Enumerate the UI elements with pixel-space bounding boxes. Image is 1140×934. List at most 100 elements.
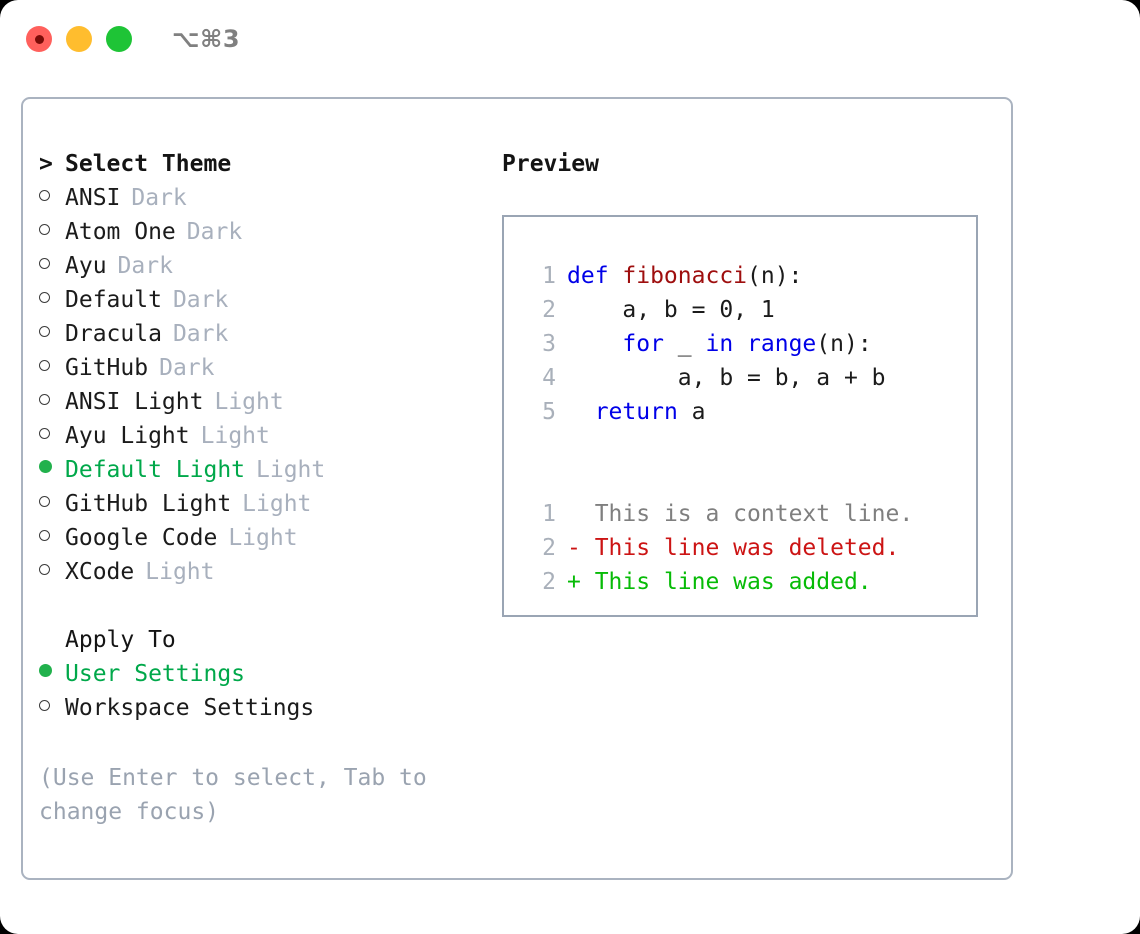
theme-list-item-label: Atom One: [65, 219, 176, 245]
radio-empty-icon[interactable]: [39, 496, 65, 511]
theme-list-item-tag: Light: [228, 525, 298, 551]
preview-title: Preview: [502, 151, 599, 177]
code-content: return a: [594, 399, 706, 425]
apply-to-option-label: User Settings: [65, 661, 246, 687]
theme-list-item[interactable]: Atom One Dark: [39, 215, 479, 249]
radio-empty-icon[interactable]: [39, 326, 65, 341]
apply-to-option-user-settings[interactable]: User Settings: [39, 657, 479, 691]
code-line: 5 return a: [522, 395, 976, 429]
diff-prefix: +: [567, 569, 595, 595]
keyboard-hint-text: (Use Enter to select, Tab to change focu…: [39, 765, 427, 825]
apply-to-heading-row: Apply To: [39, 623, 479, 657]
theme-list-item[interactable]: Ayu Dark: [39, 249, 479, 283]
caret-icon: >: [39, 151, 53, 177]
apply-to-option-workspace-settings[interactable]: Workspace Settings: [39, 691, 479, 725]
code-content: def fibonacci(n):: [567, 263, 803, 289]
theme-list-item[interactable]: ANSI Dark: [39, 181, 479, 215]
code-line: 4 a, b = b, a + b: [522, 361, 976, 395]
theme-list-item-label: GitHub Light: [65, 491, 232, 517]
line-number: 2: [542, 535, 556, 561]
theme-list-item-label: Google Code: [65, 525, 218, 551]
radio-empty-icon[interactable]: [39, 564, 65, 579]
radio-empty-icon[interactable]: [39, 224, 65, 239]
theme-list-item-label: Ayu: [65, 253, 107, 279]
theme-list-item-label: Ayu Light: [65, 423, 190, 449]
theme-list-item[interactable]: Dracula Dark: [39, 317, 479, 351]
line-number: 5: [542, 399, 556, 425]
theme-picker-heading-row: > Select Theme: [39, 147, 479, 181]
code-content: a, b = 0, 1: [567, 297, 775, 323]
diff-line-context: 1 This is a context line.: [522, 497, 976, 531]
theme-list-item-tag: Light: [256, 457, 326, 483]
line-number: 2: [542, 569, 556, 595]
main-panel: > Select Theme ANSI Dark Atom One Dark A…: [21, 97, 1013, 880]
radio-filled-icon[interactable]: [39, 460, 65, 477]
theme-list-item[interactable]: GitHub Light Light: [39, 487, 479, 521]
theme-list-item-tag: Dark: [186, 219, 243, 245]
diff-line-added: 2 + This line was added.: [522, 565, 976, 599]
theme-list-item-tag: Dark: [131, 185, 187, 211]
diff-content: This line was deleted.: [594, 535, 900, 561]
radio-empty-icon[interactable]: [39, 530, 65, 545]
diff-content: This is a context line.: [594, 501, 914, 527]
diff-line-deleted: 2 - This line was deleted.: [522, 531, 976, 565]
theme-list-item-tag: Dark: [172, 321, 229, 347]
keyboard-shortcut-label: ⌥⌘3: [172, 25, 241, 53]
radio-filled-icon[interactable]: [39, 664, 65, 681]
close-icon: [34, 34, 44, 44]
line-number: 4: [542, 365, 556, 391]
theme-list-item[interactable]: Default Dark: [39, 283, 479, 317]
radio-empty-icon[interactable]: [39, 292, 65, 307]
title-bar: ⌥⌘3: [0, 0, 1140, 78]
theme-list-item-tag: Light: [242, 491, 312, 517]
list-spacer: [39, 589, 479, 623]
diff-content: This line was added.: [594, 569, 872, 595]
code-line: 2 a, b = 0, 1: [522, 293, 976, 327]
theme-list-item[interactable]: XCode Light: [39, 555, 479, 589]
theme-list-item-tag: Dark: [117, 253, 173, 279]
diff-prefix: -: [567, 535, 595, 561]
theme-list-item-label: ANSI Light: [65, 389, 204, 415]
theme-picker-heading: Select Theme: [65, 151, 232, 177]
code-blank-line: [522, 429, 976, 463]
radio-empty-icon[interactable]: [39, 258, 65, 273]
radio-empty-icon[interactable]: [39, 190, 65, 205]
theme-list-item-label: Dracula: [65, 321, 162, 347]
radio-empty-icon[interactable]: [39, 360, 65, 375]
code-blank-line: [522, 463, 976, 497]
preview-column: Preview 1 def fibonacci(n): 2 a, b = 0, …: [502, 147, 992, 617]
line-number: 2: [542, 297, 556, 323]
theme-list-item[interactable]: Google Code Light: [39, 521, 479, 555]
close-window-button[interactable]: [26, 26, 52, 52]
theme-list-item-tag: Dark: [159, 355, 215, 381]
preview-box: 1 def fibonacci(n): 2 a, b = 0, 1 3 for …: [502, 215, 978, 617]
radio-empty-icon[interactable]: [39, 428, 65, 443]
maximize-window-button[interactable]: [106, 26, 132, 52]
radio-empty-icon[interactable]: [39, 700, 65, 715]
theme-list-item-tag: Light: [214, 389, 284, 415]
apply-to-option-label: Workspace Settings: [65, 695, 315, 721]
theme-list-item[interactable]: ANSI Light Light: [39, 385, 479, 419]
code-content: a, b = b, a + b: [567, 365, 886, 391]
theme-list-item-label: ANSI: [65, 185, 121, 211]
theme-list-item-tag: Light: [200, 423, 270, 449]
code-line: 3 for _ in range(n):: [522, 327, 976, 361]
theme-picker-column: > Select Theme ANSI Dark Atom One Dark A…: [39, 147, 479, 725]
theme-list-item-selected[interactable]: Default Light Light: [39, 453, 479, 487]
line-number: 1: [542, 263, 556, 289]
theme-list-item-label: GitHub: [65, 355, 149, 381]
theme-list-item-tag: Dark: [172, 287, 229, 313]
code-content: for _ in range(n):: [622, 331, 872, 357]
line-number: 1: [542, 501, 556, 527]
minimize-window-button[interactable]: [66, 26, 92, 52]
diff-prefix: [567, 497, 595, 531]
code-line: 1 def fibonacci(n):: [522, 259, 976, 293]
theme-list-item-label: Default Light: [65, 457, 246, 483]
theme-list-item-label: Default: [65, 287, 162, 313]
radio-empty-icon[interactable]: [39, 394, 65, 409]
apply-to-heading: Apply To: [65, 627, 176, 653]
theme-list-item-label: XCode: [65, 559, 135, 585]
theme-list-item[interactable]: GitHub Dark: [39, 351, 479, 385]
theme-list-item[interactable]: Ayu Light Light: [39, 419, 479, 453]
